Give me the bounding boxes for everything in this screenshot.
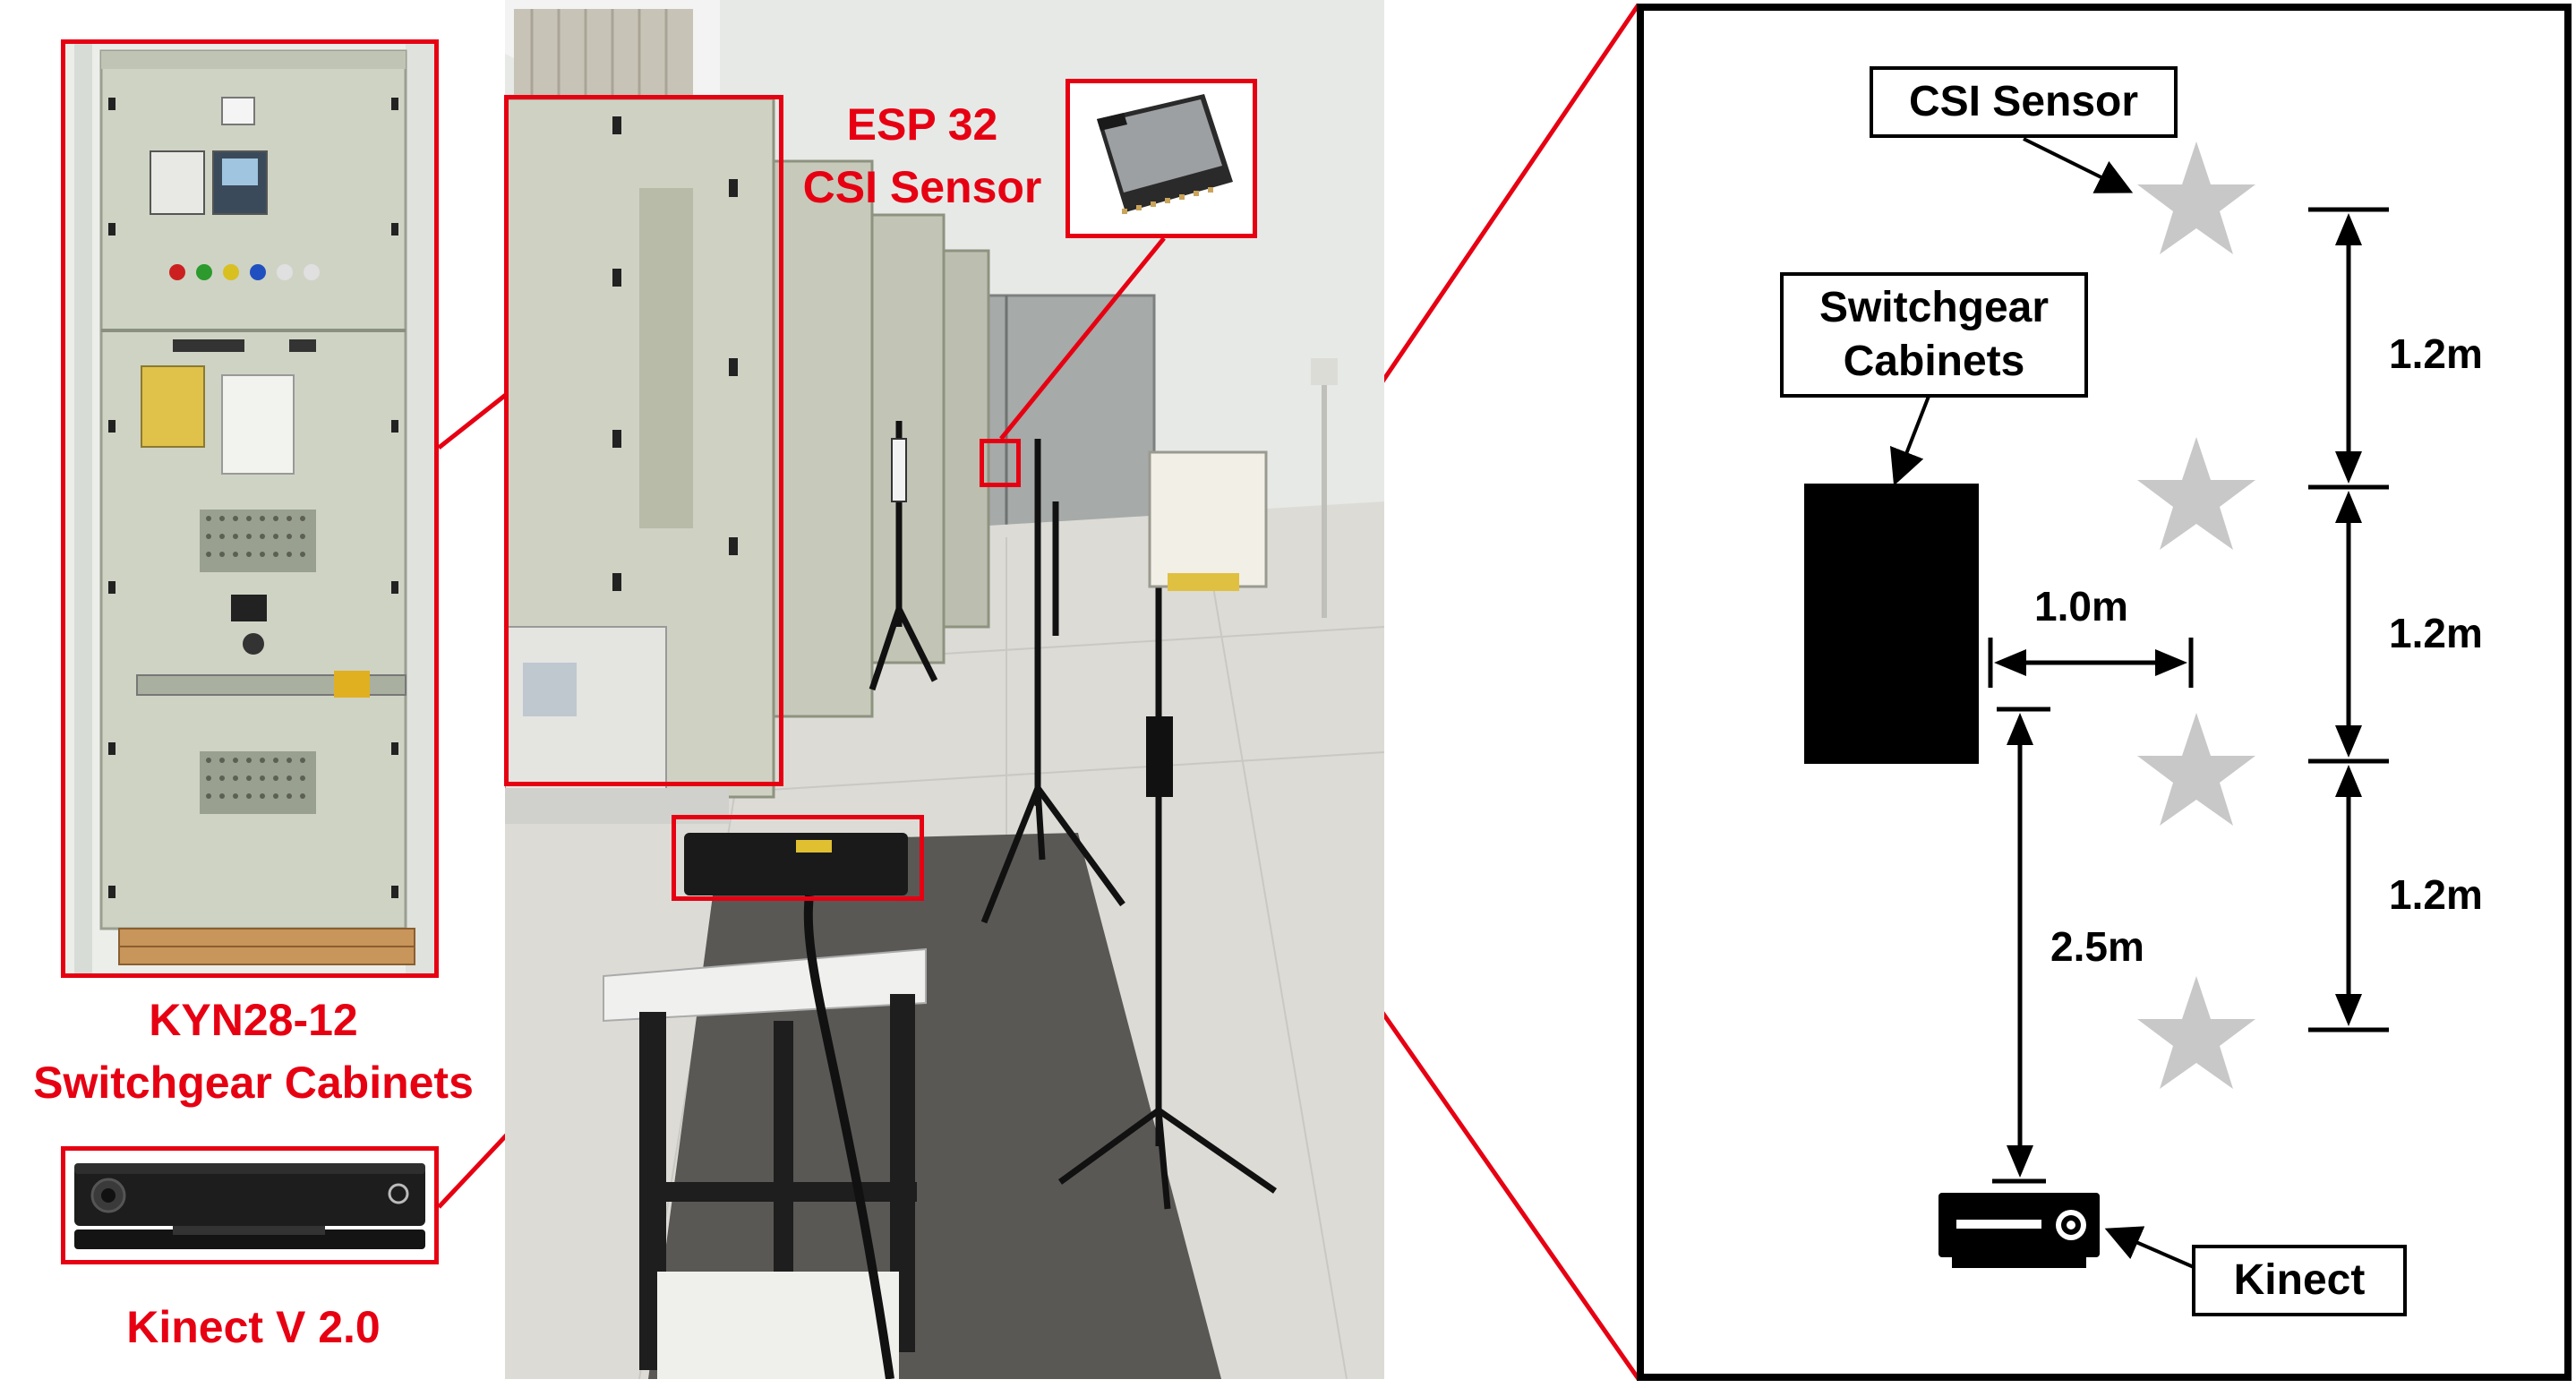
switchgear-cabinet-block bbox=[1804, 484, 1979, 764]
sensor-star-4 bbox=[2137, 976, 2255, 1089]
kinect-icon bbox=[1938, 1193, 2100, 1268]
kinect-dimension bbox=[1992, 707, 2050, 1184]
vertical-dimensions bbox=[2308, 207, 2389, 1032]
dim-label-vertical-2: 1.2m bbox=[2389, 610, 2483, 656]
esp32-module-image bbox=[1070, 83, 1253, 234]
switchgear-callout-line2: Cabinets bbox=[1843, 338, 2025, 385]
switchgear-callout: Switchgear Cabinets bbox=[1780, 272, 2088, 398]
kinect-photo-frame bbox=[61, 1146, 439, 1264]
cabinet-connector-line bbox=[437, 392, 509, 450]
dim-label-vertical-3: 1.2m bbox=[2389, 871, 2483, 918]
sensor-caption-line2: CSI Sensor bbox=[802, 162, 1042, 212]
sensor-star-3 bbox=[2137, 713, 2255, 826]
schematic-connector-bottom bbox=[1376, 1006, 1641, 1381]
esp32-inset-frame bbox=[1065, 79, 1257, 238]
sensor-highlight-box bbox=[980, 439, 1021, 487]
csi-sensor-callout: CSI Sensor bbox=[1870, 66, 2178, 138]
sensor-star-markers bbox=[2137, 141, 2255, 1089]
switchgear-pointer bbox=[1889, 393, 1931, 486]
csi-sensor-pointer bbox=[2023, 137, 2134, 193]
switchgear-cabinet-image bbox=[65, 44, 434, 973]
cabinet-caption-line2: Switchgear Cabinets bbox=[33, 1058, 474, 1108]
sensor-star-2 bbox=[2137, 437, 2255, 550]
kinect-callout: Kinect bbox=[2192, 1245, 2407, 1316]
switchgear-callout-line1: Switchgear bbox=[1819, 284, 2050, 331]
kinect-sensor-image bbox=[65, 1151, 434, 1260]
kinect-caption: Kinect V 2.0 bbox=[126, 1302, 381, 1352]
dim-label-horizontal: 1.0m bbox=[2034, 583, 2128, 630]
kinect-highlight-box bbox=[672, 815, 924, 901]
horizontal-dimension bbox=[1988, 638, 2194, 688]
schematic-connector-top bbox=[1376, 3, 1641, 389]
kinect-pointer bbox=[2104, 1226, 2195, 1269]
sensor-star-1 bbox=[2137, 141, 2255, 254]
dim-label-vertical-1: 1.2m bbox=[2389, 330, 2483, 377]
sensor-caption-line1: ESP 32 bbox=[846, 99, 998, 150]
dim-label-kinect: 2.5m bbox=[2050, 923, 2144, 970]
cabinet-caption-line1: KYN28-12 bbox=[149, 995, 358, 1045]
cabinet-photo-frame bbox=[61, 39, 439, 978]
schematic-frame bbox=[1637, 4, 2572, 1381]
cabinet-highlight-box bbox=[504, 95, 783, 786]
